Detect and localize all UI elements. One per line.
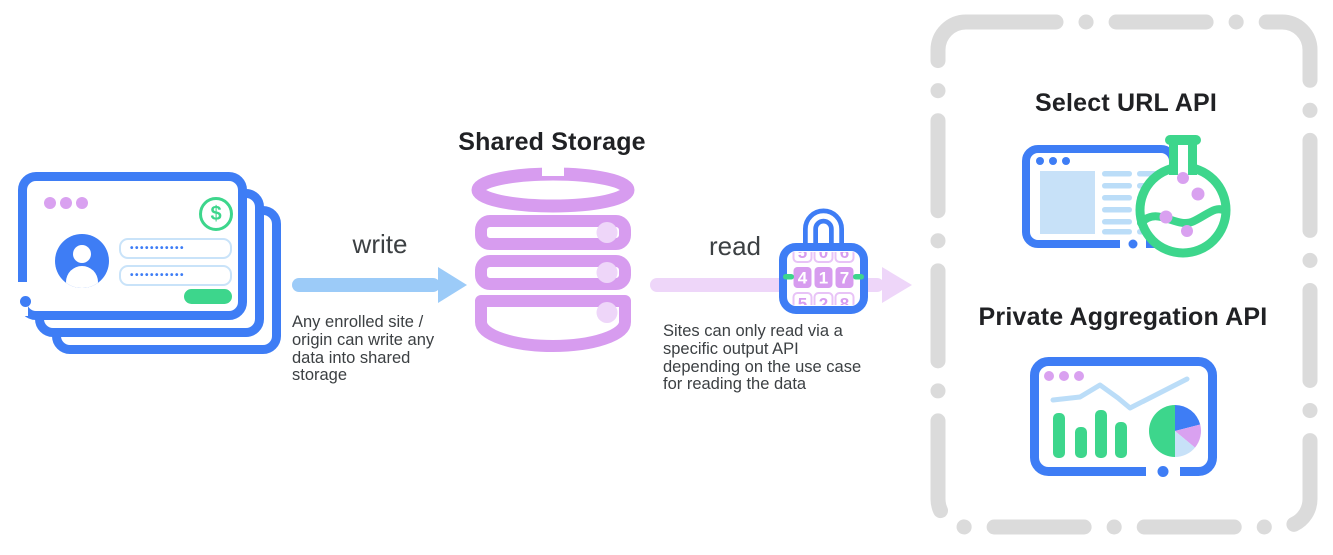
enrolled-sites-illustration: $ ••••••••••• ••••••••••• [17, 172, 288, 362]
database-dot-1 [596, 222, 618, 243]
window-dots-icon [44, 197, 88, 209]
dial-digit: 1 [819, 269, 828, 288]
window-dot [1062, 157, 1070, 165]
database-band-2 [475, 255, 631, 290]
read-arrow-head [882, 267, 912, 303]
shared-storage-title: Shared Storage [458, 128, 646, 156]
line-chart [1050, 376, 1190, 411]
window-border-dot [1157, 466, 1169, 477]
submit-button-shape [184, 289, 232, 304]
write-caption: Any enrolled site / origin can write any… [292, 313, 435, 385]
database-dot-2 [596, 262, 618, 283]
database-band-1 [475, 215, 631, 250]
database-top [471, 167, 635, 213]
window-dot [1059, 371, 1069, 381]
dollar-icon: $ [199, 197, 233, 231]
content-block [1040, 171, 1095, 234]
flask-bubbles [1159, 172, 1205, 237]
select-url-api-icon [1022, 135, 1231, 258]
window-dot [1036, 157, 1044, 165]
database-icon [471, 164, 635, 352]
password-dots: ••••••••••• [130, 269, 186, 281]
output-apis-boundary [930, 14, 1318, 535]
write-arrow-body [292, 278, 440, 292]
dial-bottom-digit: 8 [840, 295, 849, 314]
database-band-3 [475, 295, 631, 352]
window-dot [1074, 371, 1084, 381]
private-aggregation-api-icon [1030, 357, 1217, 479]
database-dot-3 [596, 302, 618, 323]
dial-bottom-digit: 2 [819, 295, 828, 314]
password-dots: ••••••••••• [130, 242, 186, 254]
dial-digit: 7 [840, 269, 849, 288]
write-arrow-icon [292, 267, 467, 303]
window-border-dot [1128, 239, 1138, 249]
lock-dials: 5 0 6 4 1 7 5 2 8 [792, 243, 855, 314]
select-url-api-title: Select URL API [1034, 89, 1218, 117]
dial-digit: 4 [798, 269, 808, 288]
flask-rim [1165, 135, 1201, 145]
dashed-border [930, 14, 1318, 535]
password-field-2: ••••••••••• [119, 265, 232, 286]
lock-icon: 5 0 6 4 1 7 5 2 8 [779, 208, 868, 314]
private-aggregation-api-title: Private Aggregation API [978, 303, 1268, 331]
dial-top-digit: 6 [840, 243, 849, 262]
dial-top-digit: 5 [798, 243, 807, 262]
database-top-gap [542, 164, 564, 176]
dial-bottom-digit: 5 [798, 295, 807, 314]
dial-top-digit: 0 [819, 243, 828, 262]
currency-symbol: $ [210, 203, 222, 225]
write-label: write [352, 229, 408, 259]
dial-marker-left [783, 274, 794, 280]
window-dot [1049, 157, 1057, 165]
password-field-1: ••••••••••• [119, 238, 232, 259]
write-arrow-head [438, 267, 467, 303]
flask-neck [1169, 143, 1197, 175]
read-label: read [708, 231, 762, 261]
dial-marker-right [853, 274, 864, 280]
bar-chart [1053, 410, 1127, 458]
card-border-dot [20, 296, 31, 307]
avatar-icon [55, 234, 109, 288]
lock-shackle-inner [807, 213, 840, 254]
flask-liquid-line [1137, 205, 1229, 227]
browser-card-front: $ ••••••••••• ••••••••••• [17, 172, 247, 320]
read-caption: Sites can only read via a specific outpu… [663, 322, 862, 394]
window-dot [1044, 371, 1054, 381]
pie-chart [1149, 405, 1202, 457]
